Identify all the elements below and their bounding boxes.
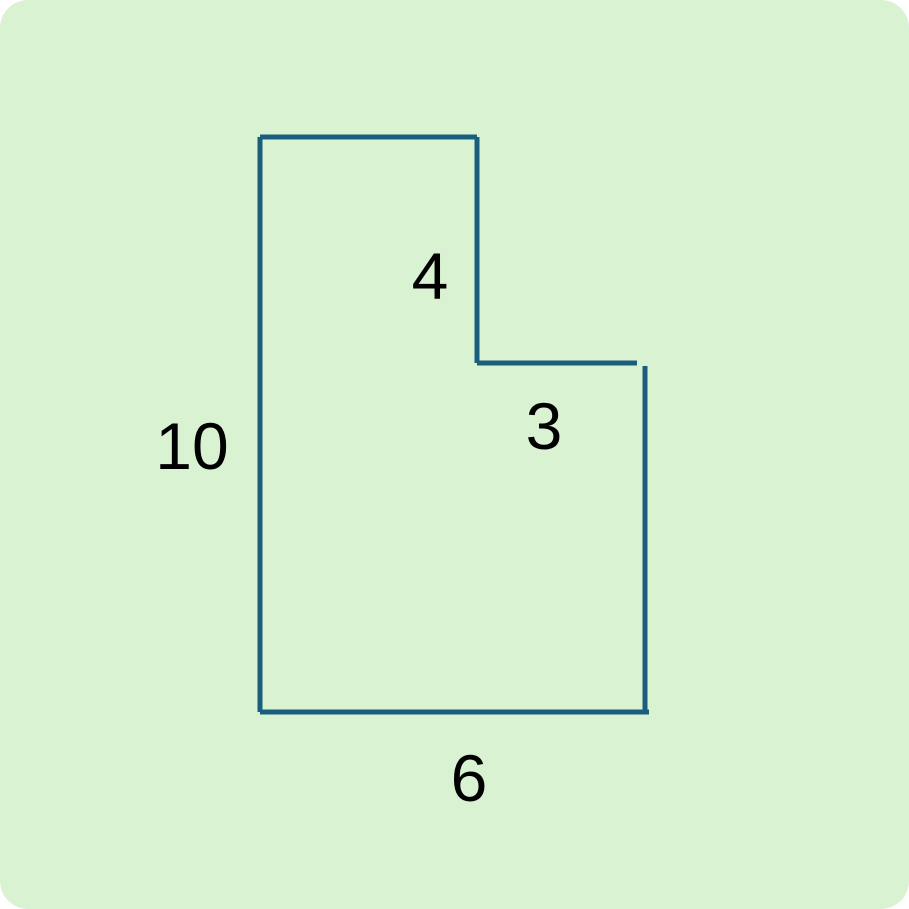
notch-width-label: 3 [525,389,563,463]
bottom-side-label: 6 [450,741,488,815]
notch-height-label: 4 [411,239,449,313]
left-side-label: 10 [155,409,229,483]
